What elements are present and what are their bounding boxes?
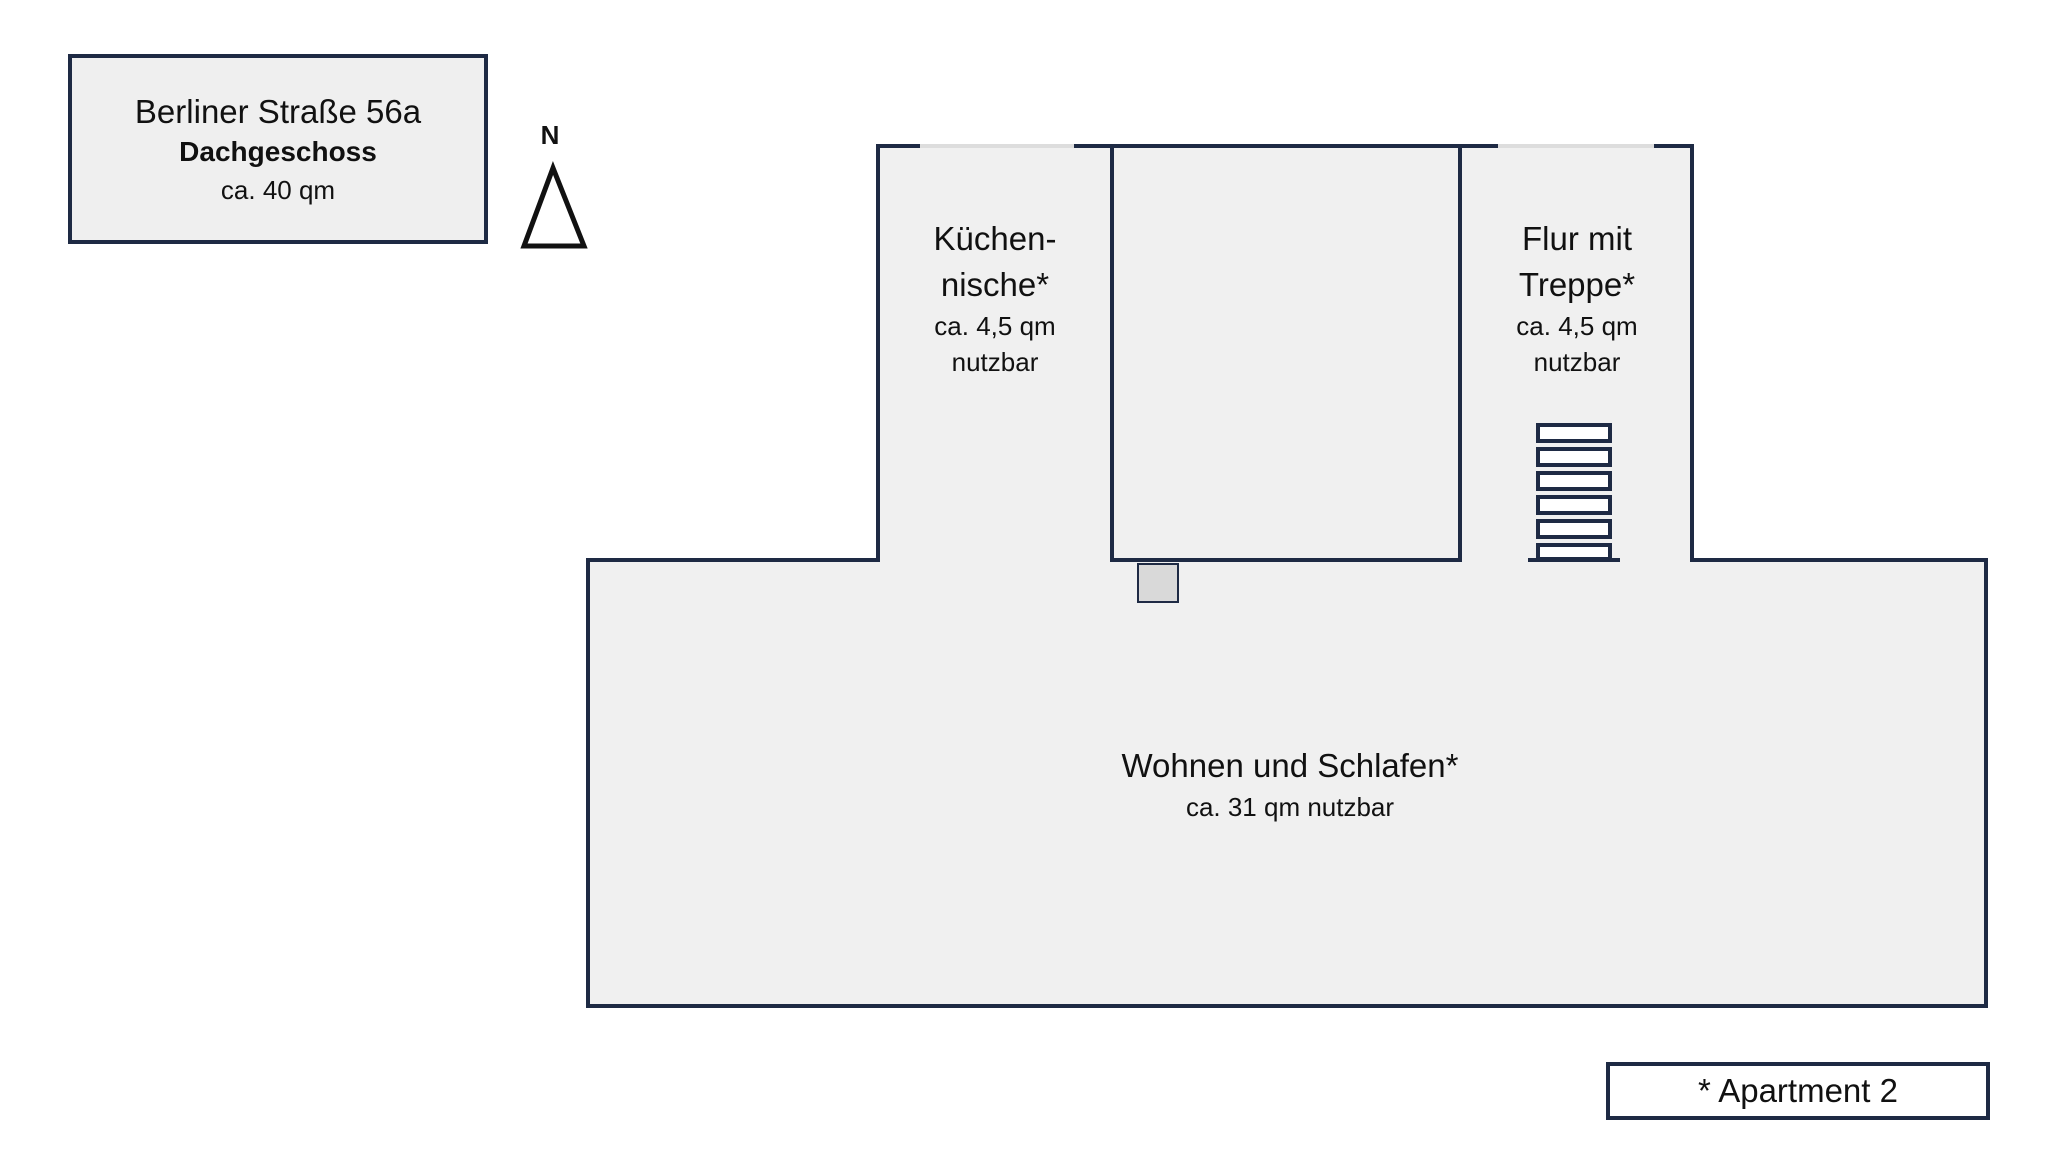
center-room-area	[1110, 146, 1458, 560]
total-area: ca. 40 qm	[220, 175, 336, 205]
kitchen-area: ca. 4,5 qm	[934, 311, 1056, 341]
hallway-note: nutzbar	[1533, 347, 1621, 377]
kitchen-room-area	[876, 146, 1110, 560]
north-arrow-icon	[520, 161, 588, 249]
living-label: Wohnen und Schlafen* ca. 31 qm nutzbar	[1010, 743, 1570, 825]
kitchen-label: Küchen- nische* ca. 4,5 qm nutzbar	[880, 216, 1110, 380]
living-room-area	[588, 560, 1986, 1006]
kitchen-name-line1: Küchen-	[933, 220, 1057, 257]
living-name: Wohnen und Schlafen*	[1121, 747, 1459, 784]
kitchen-name-line2: nische*	[940, 266, 1050, 303]
north-label: N	[540, 120, 560, 150]
hallway-name-line1: Flur mit	[1522, 220, 1632, 257]
chimney	[1137, 563, 1179, 603]
floor-name: Dachgeschoss	[179, 136, 377, 167]
living-area: ca. 31 qm nutzbar	[1185, 792, 1395, 822]
title-box: Berliner Straße 56a Dachgeschoss ca. 40 …	[68, 54, 488, 244]
hallway-area: ca. 4,5 qm	[1516, 311, 1638, 341]
legend-box: * Apartment 2	[1606, 1062, 1990, 1120]
legend-text: * Apartment 2	[1698, 1072, 1898, 1109]
kitchen-note: nutzbar	[951, 347, 1039, 377]
hallway-name-line2: Treppe*	[1518, 266, 1636, 303]
walls	[586, 144, 1988, 1008]
hallway-label: Flur mit Treppe* ca. 4,5 qm nutzbar	[1462, 216, 1692, 380]
address-text: Berliner Straße 56a	[134, 93, 422, 130]
staircase-icon	[1528, 423, 1620, 562]
